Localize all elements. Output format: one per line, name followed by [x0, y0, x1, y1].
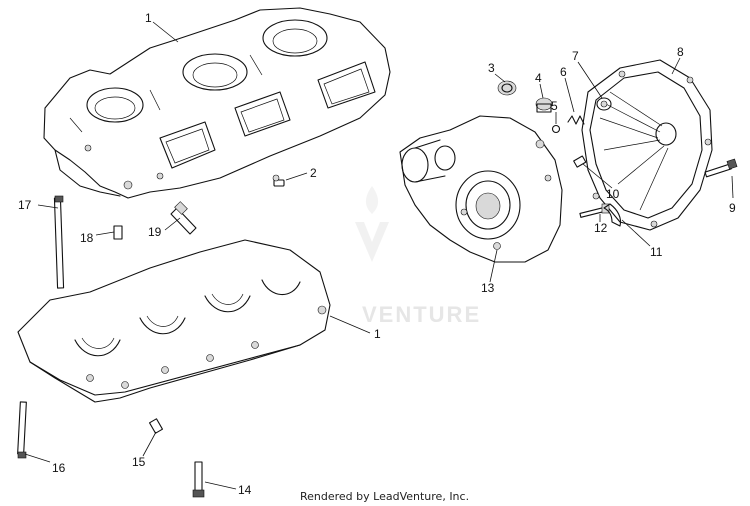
leader-lines — [24, 21, 734, 490]
part-17-stud — [53, 195, 65, 289]
part-16-stud — [17, 401, 27, 459]
callout-1-upper: 1 — [145, 11, 152, 25]
part-7-seal — [596, 97, 612, 111]
part-6-spring — [567, 115, 585, 125]
callout-13: 13 — [481, 281, 495, 295]
callout-14: 14 — [238, 483, 252, 497]
callout-10: 10 — [606, 187, 620, 201]
callout-2: 2 — [310, 166, 317, 180]
part-4-cap — [535, 97, 553, 113]
callout-8: 8 — [677, 45, 684, 59]
callout-7: 7 — [572, 49, 579, 63]
watermark-text: VENTURE — [362, 302, 481, 327]
part-5-washer — [551, 124, 561, 134]
part-11-clip — [603, 203, 622, 227]
callout-1-lower: 1 — [374, 327, 381, 341]
part-10-pin — [573, 155, 587, 168]
callout-labels: 1 2 3 4 5 6 7 8 9 10 11 12 13 14 15 16 1… — [18, 11, 736, 497]
part-9-bolt — [704, 158, 738, 178]
part-18-dowel — [113, 225, 123, 240]
upper-crankcase — [43, 7, 391, 199]
part-2-screw — [272, 174, 285, 187]
callout-19: 19 — [148, 225, 162, 239]
part-14-bolt — [192, 461, 205, 498]
callout-9: 9 — [729, 201, 736, 215]
callout-17: 17 — [18, 198, 32, 212]
callout-6: 6 — [560, 65, 567, 79]
watermark-logo — [355, 186, 389, 262]
callout-4: 4 — [535, 71, 542, 85]
callout-18: 18 — [80, 231, 94, 245]
callout-11: 11 — [650, 245, 663, 259]
part-19-fitting — [170, 201, 197, 235]
part-15-plug — [148, 418, 164, 434]
footer-credit: Rendered by LeadVenture, Inc. — [300, 490, 469, 503]
callout-3: 3 — [488, 61, 495, 75]
callout-12: 12 — [594, 221, 608, 235]
callout-5: 5 — [551, 99, 558, 113]
callout-16: 16 — [52, 461, 66, 475]
part-8-cover — [581, 59, 713, 231]
callout-15: 15 — [132, 455, 146, 469]
gear-housing — [399, 115, 563, 263]
lower-crankcase — [17, 239, 331, 403]
part-12-stud — [579, 203, 610, 218]
part-3-bushing — [497, 80, 517, 96]
